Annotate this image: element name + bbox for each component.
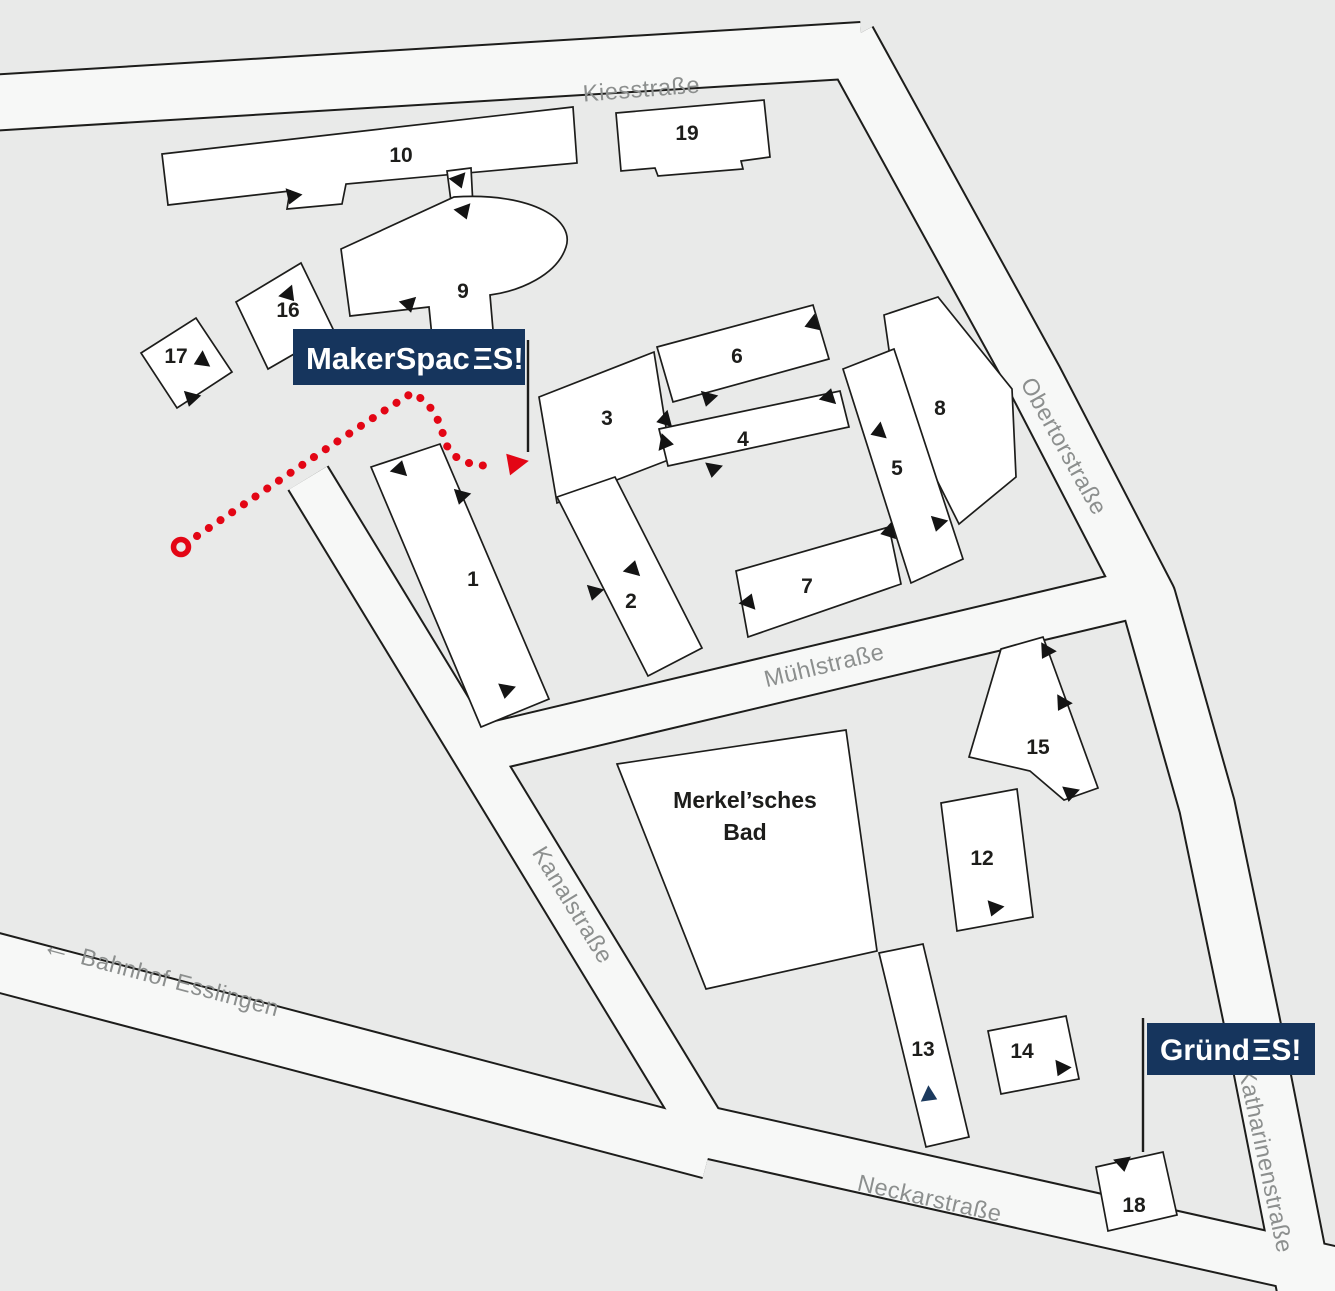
- building-14: [986, 1015, 1081, 1095]
- makerspace-logo-e: Ξ: [473, 341, 493, 376]
- entrance-arrow-icon: [389, 460, 408, 477]
- entrance-arrow-icon: [880, 521, 897, 540]
- entrance-arrow-icon: [498, 683, 516, 699]
- street-obertorstrasse: [824, 26, 1333, 1291]
- route-start-icon: [170, 536, 192, 558]
- entrance-arrow-icon: [870, 421, 887, 439]
- entrance-arrow-icon: [398, 296, 417, 313]
- entrance-arrow-icon: [453, 488, 472, 505]
- street-neckarstrasse: [682, 1103, 1335, 1291]
- entrance-arrow-icon: [920, 1085, 938, 1102]
- building-label-14: 14: [1010, 1040, 1034, 1063]
- building-15: [967, 635, 1100, 801]
- merkelsches-bad-label-line1: Merkel’sches: [673, 787, 817, 813]
- entrance-arrow-icon: [930, 515, 949, 532]
- building-10: [161, 106, 578, 210]
- building-13: [877, 943, 971, 1149]
- merkelsches-bad-label-line2: Bad: [723, 819, 766, 845]
- street-bahnhof: [0, 934, 718, 1178]
- building-7: [735, 525, 902, 639]
- building-label-17: 17: [164, 345, 187, 368]
- building-label-1: 1: [467, 568, 479, 591]
- building-label-6: 6: [731, 345, 743, 368]
- building-label-3: 3: [601, 407, 613, 430]
- entrance-arrow-icon: [658, 433, 674, 451]
- entrance-arrows: [183, 172, 1131, 1172]
- entrance-arrow-icon: [453, 203, 471, 220]
- entrance-arrow-icon: [987, 900, 1005, 917]
- route-dotted-path: [193, 388, 500, 540]
- entrance-arrow-icon: [804, 313, 821, 331]
- buildings-layer: [139, 99, 1179, 1233]
- entrance-arrow-icon: [1113, 1156, 1131, 1172]
- building-17: [139, 316, 234, 410]
- gruendes-callout: GründΞS!: [1141, 1018, 1315, 1152]
- makerspace-label-suffix: S!: [493, 341, 524, 376]
- building-merkelsches-bad: [615, 729, 878, 990]
- entrance-arrow-icon: [278, 284, 295, 302]
- entrance-arrow-icon: [1041, 642, 1057, 659]
- building-12: [940, 788, 1034, 932]
- building-4: [657, 390, 851, 468]
- street-muehlstrasse: [462, 565, 1166, 775]
- gruendes-logo-e: Ξ: [1252, 1034, 1271, 1067]
- gruendes-box: [1147, 1023, 1315, 1075]
- entrance-arrow-icon: [285, 188, 303, 205]
- makerspace-label-prefix: MakerSpac: [306, 341, 470, 376]
- building-label-5: 5: [891, 457, 903, 480]
- building-label-19: 19: [675, 122, 698, 145]
- entrance-arrow-icon: [656, 409, 673, 428]
- building-label-2: 2: [625, 590, 637, 613]
- gruendes-label-prefix: Gründ: [1160, 1034, 1250, 1067]
- entrance-arrow-icon: [705, 462, 723, 478]
- building-label-10: 10: [389, 144, 412, 167]
- entrance-arrow-icon: [738, 593, 756, 610]
- building-label-8: 8: [934, 397, 946, 420]
- building-5: [841, 347, 965, 585]
- building-6: [655, 303, 831, 404]
- entrance-arrow-icon: [1062, 786, 1080, 802]
- entrance-arrow-icon: [448, 172, 466, 189]
- makerspace-label: MakerSpacΞS!: [306, 341, 524, 376]
- building-1: [369, 442, 551, 729]
- entrance-arrow-icon: [622, 560, 641, 577]
- street-kiesstrasse: [0, 23, 864, 130]
- gruendes-label-suffix: S!: [1271, 1034, 1301, 1067]
- makerspace-callout: MakerSpacΞS!: [293, 329, 530, 452]
- building-18: [1095, 1150, 1179, 1233]
- building-label-13: 13: [911, 1038, 934, 1061]
- building-2: [555, 475, 704, 678]
- makerspace-box: [293, 329, 525, 385]
- building-label-18: 18: [1122, 1194, 1146, 1217]
- street-surfaces: [0, 23, 1335, 1291]
- building-labels: 1 2 3 4 5 6 7 8 9 10 12 13 14 15 16 17 1…: [164, 122, 1146, 1217]
- entrance-arrow-icon: [1055, 1059, 1072, 1077]
- entrance-arrow-icon: [818, 388, 837, 405]
- entrance-arrow-icon: [193, 350, 211, 367]
- route: [170, 388, 529, 558]
- building-label-12: 12: [970, 847, 993, 870]
- building-9: [340, 195, 569, 338]
- building-label-4: 4: [737, 428, 749, 451]
- building-19: [615, 99, 771, 177]
- entrance-arrow-icon: [700, 390, 719, 407]
- entrance-arrow-icon: [1057, 694, 1073, 711]
- building-label-15: 15: [1026, 736, 1050, 759]
- route-arrowhead-icon: [506, 453, 529, 476]
- entrance-arrow-icon: [586, 584, 605, 601]
- building-label-9: 9: [457, 280, 469, 303]
- building-label-7: 7: [801, 575, 813, 598]
- gruendes-label: GründΞS!: [1160, 1034, 1301, 1067]
- street-kanalstrasse: [289, 466, 731, 1154]
- building-label-16: 16: [276, 299, 299, 322]
- entrance-arrow-icon: [183, 390, 202, 407]
